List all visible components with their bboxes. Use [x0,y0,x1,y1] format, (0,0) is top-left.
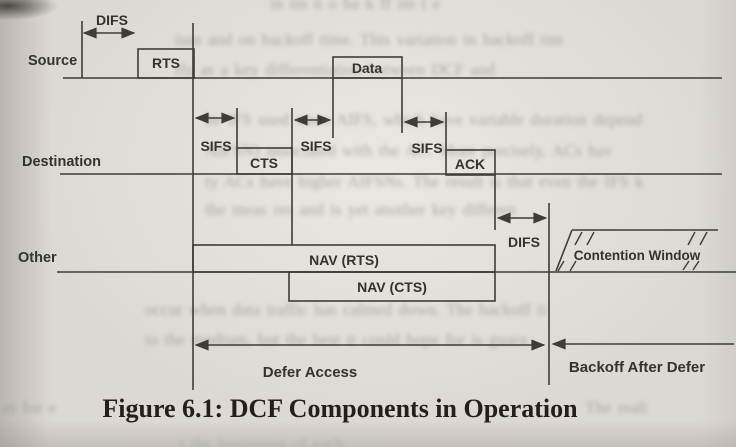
ack-frame-label: ACK [455,156,485,172]
cts-frame-label: CTS [250,155,278,171]
nav-rts-label: NAV (RTS) [309,252,379,268]
data-frame-label: Data [352,60,383,76]
sifs-3-label: SIFS [411,140,442,156]
rts-frame-box [137,48,195,79]
ack-frame-box [445,149,496,176]
difs-source-label: DIFS [96,12,128,28]
figure-caption: Figure 6.1: DCF Components in Operation [102,394,578,423]
backoff-after-defer-label: Backoff After Defer [569,359,705,376]
contention-window-slant-edge [555,229,573,272]
cts-frame-box [236,147,293,175]
defer-access-label: Defer Access [263,364,358,381]
data-frame-box [332,56,403,79]
destination-row-label: Destination [22,154,101,170]
other-row-label: Other [18,250,57,266]
rts-frame-label: RTS [152,55,180,71]
nav-cts-label: NAV (CTS) [357,279,427,295]
difs-other-label: DIFS [508,234,540,250]
source-row-label: Source [28,53,77,69]
contention-window-hatching [557,231,708,272]
sifs-1-label: SIFS [200,138,231,154]
sifs-2-label: SIFS [300,138,331,154]
contention-window-label: Contention Window [574,248,701,263]
nav-cts-box [288,271,496,302]
